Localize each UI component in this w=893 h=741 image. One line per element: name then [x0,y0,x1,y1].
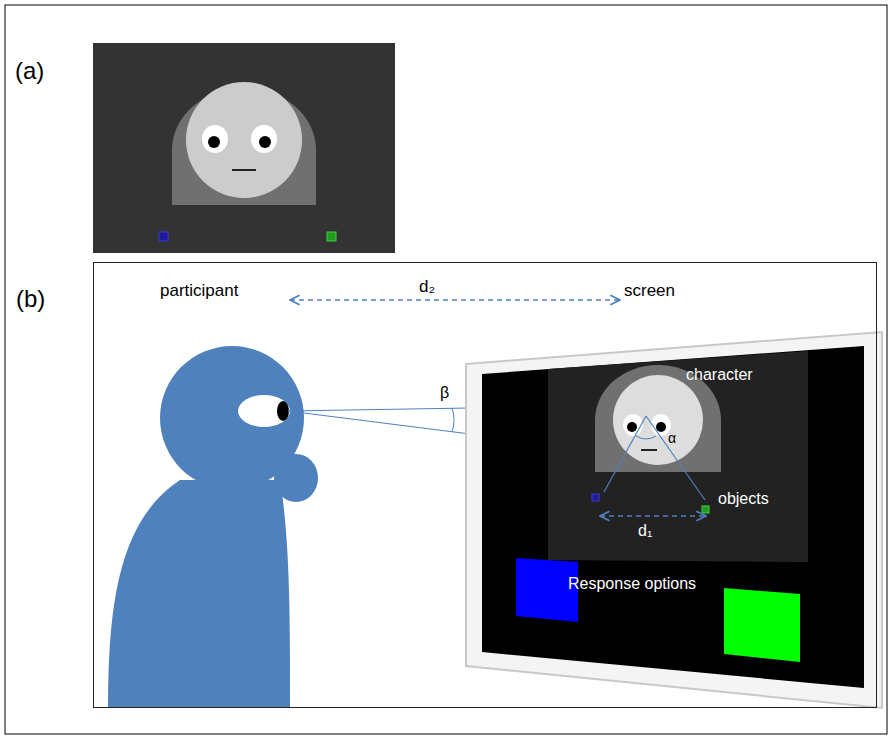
panel-label: (b) [16,285,45,313]
participant-silhouette [108,346,318,708]
distance-label: d₂ [419,278,435,297]
participant-label: participant [160,282,238,301]
angle-arc [636,436,656,439]
body [108,480,290,708]
green-response-option [724,588,800,662]
eye [623,414,643,436]
green-object [327,232,336,241]
panel-a: (a) [93,43,395,253]
blue-object [159,232,168,241]
gaze-line [288,408,470,411]
angle-label: α [668,431,676,446]
character-face-a [172,82,316,205]
pupil [208,136,220,148]
objects-label: objects [718,490,769,508]
gaze-line [288,411,470,434]
blue-object [592,494,599,501]
nose [274,454,318,502]
pupil [259,136,271,148]
character-label: character [686,366,753,384]
panel-b: (b) [93,262,877,708]
screen [466,332,882,708]
face [186,82,302,198]
gaze-line [646,416,705,500]
distance-arrow [290,299,620,301]
angle-arc [452,408,454,432]
angle-label: β [440,384,449,402]
eye [251,125,277,153]
response-options-label: Response options [568,575,696,593]
distance-label: d₁ [638,522,652,540]
screen-label: screen [624,282,675,301]
pupil [656,422,666,432]
screen-frame [466,332,882,708]
green-object [702,506,709,513]
eye [202,125,228,153]
outer-frame [5,5,887,734]
distance-arrow [600,515,706,517]
mouth [232,169,256,171]
mouth [641,449,657,451]
gaze-line [604,416,646,492]
eye [238,395,290,427]
panel-label: (a) [15,57,44,85]
pupil [277,401,289,421]
panel-a-ground [93,43,395,253]
screen-display [482,346,864,688]
pupil [627,422,637,432]
stimulus-area [548,351,808,562]
